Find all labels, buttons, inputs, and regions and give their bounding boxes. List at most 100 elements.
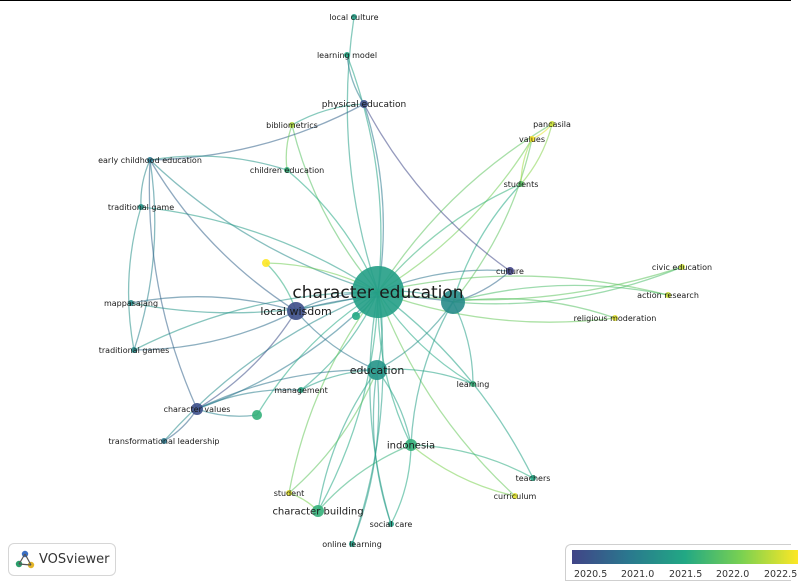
node-local-culture[interactable] [351, 14, 357, 20]
network-link [377, 123, 553, 293]
node-unlabeled-2[interactable] [262, 259, 270, 267]
node-curriculum[interactable] [512, 493, 518, 499]
label-learning-model[interactable]: learning model [317, 51, 377, 60]
node-bibliometrics[interactable] [289, 122, 295, 128]
node-action-research[interactable] [665, 292, 671, 298]
network-link [520, 138, 533, 185]
label-character-education[interactable]: character education [292, 283, 463, 303]
label-local-culture[interactable]: local culture [329, 13, 378, 22]
node-student[interactable] [286, 490, 292, 496]
label-character-values[interactable]: character values [164, 405, 231, 414]
node-early-childhood-education[interactable] [147, 157, 153, 163]
node-values[interactable] [529, 136, 535, 142]
node-students[interactable] [518, 181, 524, 187]
label-physical-education[interactable]: physical education [322, 100, 406, 110]
network-link [133, 310, 297, 351]
label-mappasajang[interactable]: mappasajang [104, 299, 158, 308]
legend-tick: 2022.5 [764, 569, 798, 580]
label-students[interactable]: students [504, 180, 539, 189]
node-culture[interactable] [506, 267, 514, 275]
node-unlabeled-4[interactable] [252, 410, 262, 420]
label-teachers[interactable]: teachers [516, 474, 551, 483]
label-management[interactable]: management [274, 386, 328, 395]
legend-tick: 2022.0 [716, 569, 750, 580]
vosviewer-logo-text: VOSviewer [39, 552, 110, 567]
network-link [351, 291, 384, 545]
network-link [196, 389, 302, 410]
node-unlabeled-1[interactable] [441, 290, 465, 314]
network-link [291, 103, 365, 126]
node-character-building[interactable] [312, 505, 324, 517]
label-civic-education[interactable]: civic education [652, 263, 712, 272]
network-link [452, 138, 533, 303]
node-local-wisdom[interactable] [287, 302, 305, 320]
network-link [377, 291, 616, 323]
legend-tick: 2021.0 [621, 569, 655, 580]
node-traditional-games[interactable] [131, 347, 137, 353]
node-teachers[interactable] [530, 475, 536, 481]
network-link [148, 159, 198, 410]
network-link [133, 291, 379, 351]
label-action-research[interactable]: action research [637, 291, 699, 300]
node-transformational-leadership[interactable] [161, 438, 167, 444]
label-learning[interactable]: learning [457, 380, 490, 389]
node-learning[interactable] [470, 381, 476, 387]
year-color-legend: 2020.5 2021.0 2021.5 2022.0 2022.5 [565, 544, 798, 581]
label-children-education[interactable]: children education [250, 166, 324, 175]
label-transformational-leadership[interactable]: transformational leadership [109, 437, 220, 446]
label-culture[interactable]: culture [496, 267, 524, 276]
node-character-education[interactable] [352, 266, 404, 318]
network-link [288, 291, 379, 494]
label-education[interactable]: education [350, 364, 405, 377]
network-link [363, 103, 511, 272]
label-student[interactable]: student [274, 489, 305, 498]
node-civic-education[interactable] [679, 264, 685, 270]
network-link [140, 159, 151, 208]
network-link [149, 103, 365, 161]
node-indonesia[interactable] [405, 439, 417, 451]
network-link [452, 297, 616, 319]
network-labels: character education local wisdom education… [98, 13, 712, 549]
network-links [127, 16, 683, 545]
node-learning-model[interactable] [344, 52, 350, 58]
label-traditional-games[interactable]: traditional games [99, 346, 169, 355]
network-link [288, 369, 378, 494]
network-link [377, 291, 516, 497]
label-bibliometrics[interactable]: bibliometrics [266, 121, 318, 130]
node-education[interactable] [367, 360, 387, 380]
label-values[interactable]: values [519, 135, 545, 144]
node-character-values[interactable] [191, 403, 203, 415]
node-physical-education[interactable] [360, 100, 368, 108]
node-pancasila[interactable] [549, 121, 555, 127]
network-link [377, 275, 669, 296]
legend-color-gradient [572, 550, 798, 564]
label-religious-moderation[interactable]: religious moderation [574, 314, 657, 323]
network-link [372, 369, 392, 525]
network-link [317, 444, 412, 512]
label-indonesia[interactable]: indonesia [387, 441, 435, 452]
network-link [127, 206, 142, 351]
label-curriculum[interactable]: curriculum [494, 492, 537, 501]
node-mappasajang[interactable] [128, 300, 134, 306]
label-character-building[interactable]: character building [272, 507, 363, 518]
label-traditional-game[interactable]: traditional game [108, 203, 174, 212]
label-social-care[interactable]: social care [370, 520, 413, 529]
network-link [452, 183, 522, 303]
node-religious-moderation[interactable] [612, 315, 618, 321]
network-link [346, 54, 365, 105]
network-link [346, 16, 379, 293]
node-social-care[interactable] [388, 521, 394, 527]
label-early-childhood-education[interactable]: early childhood education [98, 156, 202, 165]
network-link [351, 369, 380, 545]
node-management[interactable] [298, 387, 304, 393]
network-link [520, 123, 553, 185]
label-pancasila[interactable]: pancasila [533, 120, 571, 129]
node-children-education[interactable] [284, 167, 290, 173]
label-local-wisdom[interactable]: local wisdom [260, 305, 331, 318]
vosviewer-logo: VOSviewer [8, 543, 116, 576]
node-online-learning[interactable] [349, 541, 355, 547]
node-traditional-game[interactable] [138, 204, 144, 210]
node-unlabeled-3[interactable] [352, 312, 360, 320]
label-online-learning[interactable]: online learning [322, 540, 382, 549]
